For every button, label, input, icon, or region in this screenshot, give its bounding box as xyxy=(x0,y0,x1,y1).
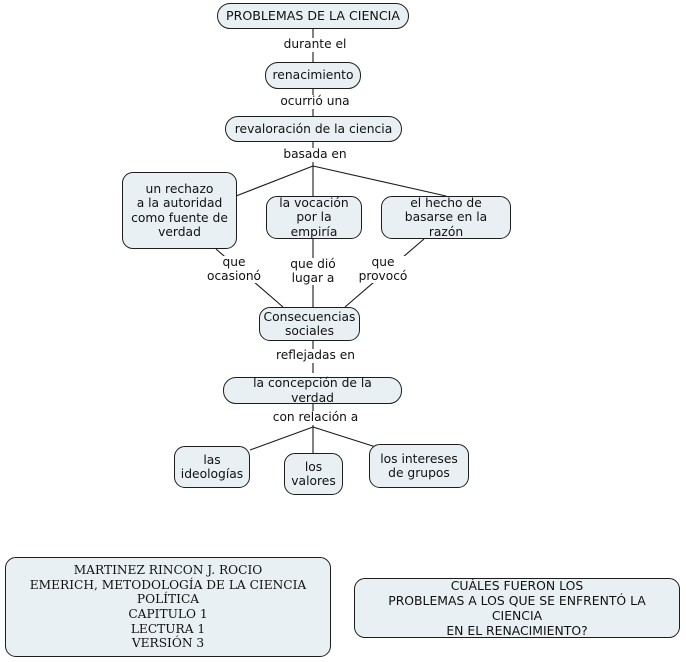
node-la-concepcion-de-la-verdad[interactable]: la concepción de la verdad xyxy=(223,376,402,405)
node-los-valores[interactable]: los valores xyxy=(284,453,343,495)
link-label-que-ocasiono: que ocasionó xyxy=(204,255,264,284)
edge-fan-rechazo xyxy=(235,165,314,197)
link-label-ocurrio-una: ocurrió una xyxy=(270,94,360,109)
node-problemas-de-la-ciencia[interactable]: PROBLEMAS DE LA CIENCIA xyxy=(217,3,409,29)
node-renacimiento[interactable]: renacimiento xyxy=(265,62,361,89)
node-revaloracion-de-la-ciencia[interactable]: revaloración de la ciencia xyxy=(225,116,402,142)
edge-fan-razon xyxy=(312,165,447,197)
node-el-hecho-de-basarse-en-la-razon[interactable]: el hecho de basarse en la razón xyxy=(381,196,511,239)
citation-box[interactable]: MARTINEZ RINCON J. ROCIO EMERICH, METODO… xyxy=(5,557,331,657)
node-la-vocacion-por-la-empiria[interactable]: la vocación por la empiría xyxy=(266,196,362,239)
link-label-que-provoco: que provocó xyxy=(353,255,413,284)
edge-fan-intereses xyxy=(312,426,380,449)
node-un-rechazo-a-la-autoridad[interactable]: un rechazo a la autoridad como fuente de… xyxy=(122,172,237,249)
link-label-basada-en: basada en xyxy=(276,147,354,162)
edge-fan-ideologias xyxy=(249,426,314,451)
node-consecuencias-sociales[interactable]: Consecuencias sociales xyxy=(259,307,360,341)
link-label-durante-el: durante el xyxy=(273,37,357,52)
node-las-ideologias[interactable]: las ideologías xyxy=(174,446,250,488)
node-los-intereses-de-grupos[interactable]: los intereses de grupos xyxy=(369,444,469,488)
link-label-con-relacion-a: con relación a xyxy=(262,410,369,425)
question-box[interactable]: CUÁLES FUERON LOS PROBLEMAS A LOS QUE SE… xyxy=(354,578,680,638)
link-label-reflejadas-en: reflejadas en xyxy=(266,348,365,363)
link-label-que-dio-lugar-a: que dió lugar a xyxy=(281,257,345,286)
